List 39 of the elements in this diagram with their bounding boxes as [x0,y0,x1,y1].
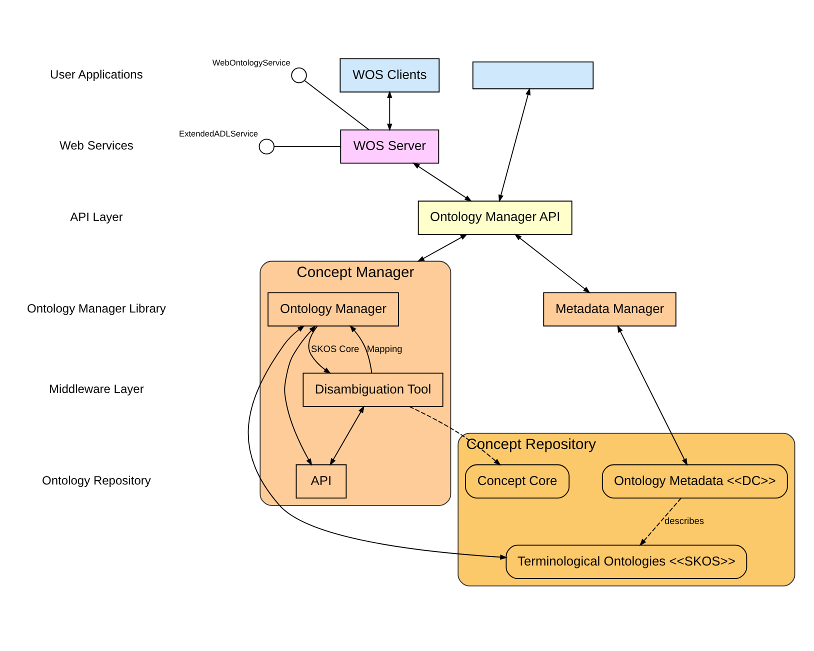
arrow [409,406,502,466]
label: User Applications [50,66,143,81]
edge-label: Mapping [366,343,402,354]
node-box: Ontology Manager API [418,200,572,234]
node-label: ExtendedADLService [179,128,258,138]
node-circle [258,138,274,154]
arrow [639,497,682,546]
node-box: WOS Clients [340,58,440,92]
node-box: WOS Server [340,128,440,164]
label: Middleware Layer [49,381,144,396]
label: API Layer [70,209,123,224]
node-box: Metadata Manager [543,292,676,326]
arrow [248,324,508,560]
arrow [330,405,364,466]
arrow [387,90,392,131]
node-box [472,60,594,89]
node-box: Ontology Metadata <<DC>> [602,464,788,498]
connector [274,146,341,147]
node-circle [291,66,307,83]
node-box: Disambiguation Tool [302,372,444,406]
arrow [498,87,531,202]
arrow [417,233,468,262]
node-box: API [296,464,347,498]
edge-label: describes [664,515,704,526]
node-box: Concept Core [465,464,570,498]
node-box: Ontology Manager [268,292,399,326]
label: Web Services [60,138,134,152]
connector [304,80,370,130]
arrow [412,162,472,202]
arrow [284,324,316,466]
label: Ontology Repository [42,473,151,488]
arrow [349,324,372,373]
arrow [308,325,332,374]
arrow [514,233,590,293]
node-label: WebOntologyService [212,56,290,67]
edge-label: SKOS Core [310,343,360,354]
node-box: Terminological Ontologies <<SKOS>> [506,544,748,578]
arrow [617,324,688,466]
label: Ontology Manager Library [27,300,166,315]
